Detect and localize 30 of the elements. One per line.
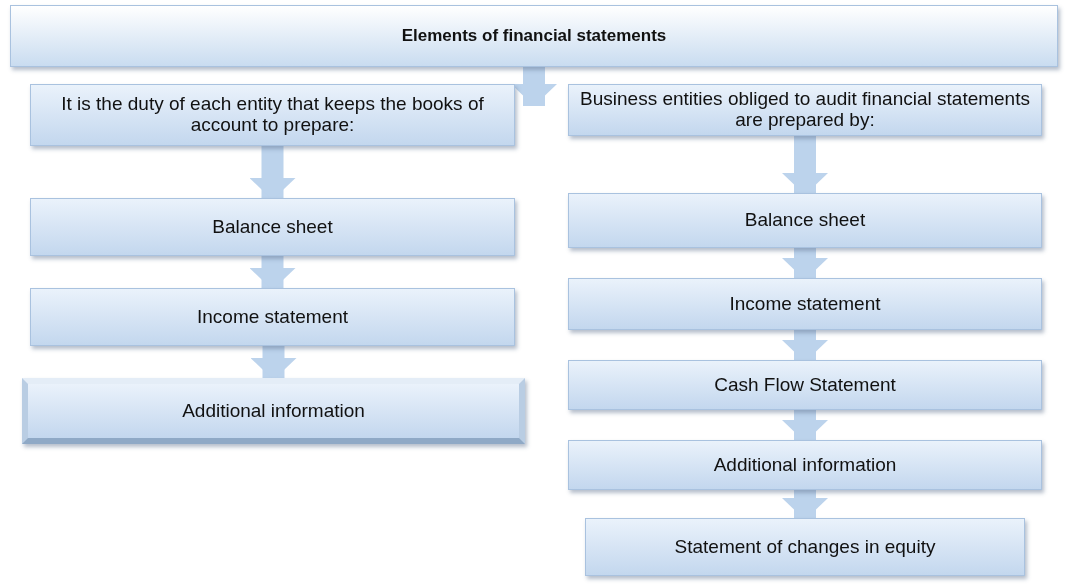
box-label: It is the duty of each entity that keeps the books of account to prepare: bbox=[60, 94, 485, 136]
process-box bbox=[22, 378, 525, 444]
block-arrow bbox=[782, 490, 828, 520]
box-label: Balance sheet bbox=[212, 216, 333, 238]
box-label: Elements of financial statements bbox=[401, 26, 667, 46]
process-box bbox=[568, 278, 1042, 330]
process-box bbox=[30, 84, 515, 146]
box-label: Additional information bbox=[182, 400, 365, 422]
box-label: Additional information bbox=[713, 454, 897, 476]
block-arrow bbox=[249, 256, 296, 290]
block-arrow bbox=[782, 410, 828, 442]
box-label: Business entities obliged to audit financial statements are prepared by: bbox=[579, 89, 1031, 131]
process-box bbox=[568, 193, 1042, 248]
box-label: Statement of changes in equity bbox=[674, 536, 936, 558]
block-arrow bbox=[250, 346, 297, 380]
box-label: Cash Flow Statement bbox=[714, 374, 896, 396]
box-label: Income statement bbox=[729, 293, 881, 315]
block-arrow bbox=[782, 136, 828, 195]
process-box bbox=[30, 288, 515, 346]
title-box bbox=[10, 5, 1058, 67]
process-box bbox=[568, 440, 1042, 490]
block-arrow bbox=[249, 146, 296, 200]
box-label: Balance sheet bbox=[744, 210, 866, 231]
block-arrow bbox=[782, 248, 828, 280]
process-box bbox=[568, 84, 1042, 136]
process-box bbox=[568, 360, 1042, 410]
box-label: Income statement bbox=[197, 306, 348, 328]
process-box bbox=[585, 518, 1025, 576]
block-arrow bbox=[782, 330, 828, 362]
process-box bbox=[30, 198, 515, 256]
